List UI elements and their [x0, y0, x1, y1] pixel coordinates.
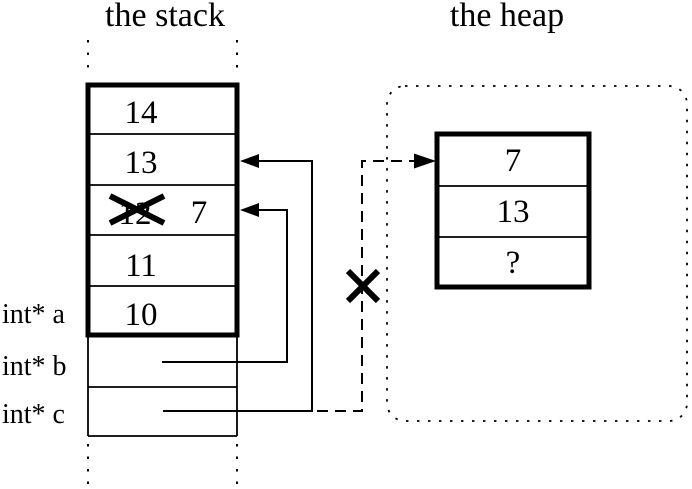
dangling-pointer-arrowhead-icon	[414, 153, 436, 169]
heap-cell-dividers	[437, 185, 589, 238]
stack-title: the stack	[105, 0, 225, 34]
x-stroke	[345, 268, 381, 304]
stack-cell-new-value: 7	[191, 195, 208, 231]
x-stroke	[108, 193, 166, 226]
heap-section: the heap 7 13 ?	[386, 0, 688, 422]
pointer-b-line	[162, 209, 288, 363]
pointer-label-b: int* b	[2, 351, 67, 382]
heap-region-dotted-border	[386, 85, 688, 422]
pointer-label-c: int* c	[2, 399, 65, 430]
pointer-c-arrowhead-icon	[240, 154, 259, 168]
heap-cell-value: 7	[505, 143, 522, 179]
stack-pointer-rows	[87, 335, 238, 437]
crossout-x-icon	[108, 193, 166, 226]
heap-cell-value: ?	[506, 245, 521, 281]
stack-cell-value: 11	[125, 248, 157, 284]
pointer-arrows	[162, 153, 436, 412]
heap-title: the heap	[450, 0, 564, 34]
stack-section: the stack 14 13 12 7 11 10	[2, 0, 240, 488]
pointer-label-a: int* a	[2, 299, 66, 330]
dangling-x-icon	[345, 268, 381, 304]
pointer-c-line	[163, 160, 313, 412]
heap-cell-value: 13	[497, 194, 530, 230]
stack-cell-dividers	[88, 133, 237, 287]
stack-dotted-guides	[87, 40, 238, 488]
stack-cell-value: 13	[125, 145, 158, 181]
stack-frame-box	[85, 82, 240, 338]
pointer-b-arrowhead-icon	[240, 203, 259, 217]
heap-block-box	[434, 131, 592, 290]
stack-cell-value: 10	[125, 297, 158, 333]
stack-cell-value: 14	[125, 95, 158, 131]
